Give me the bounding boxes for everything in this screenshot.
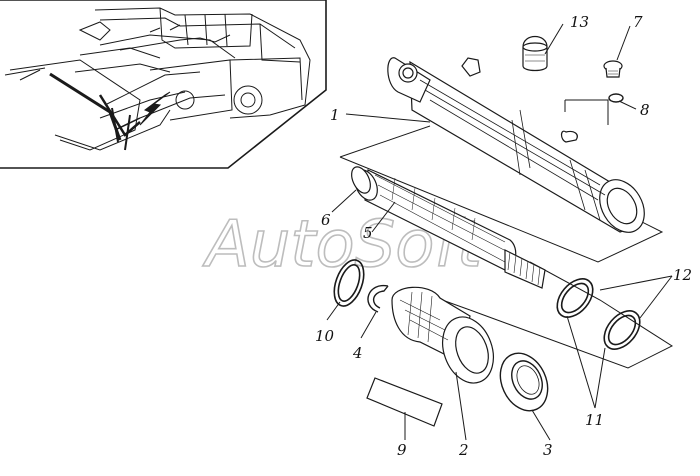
part-9-strip (366, 377, 443, 427)
label-part-13: 13 (570, 13, 589, 31)
part-10-retaining-ring (333, 259, 365, 307)
label-part-6: 6 (321, 211, 331, 229)
part-11-o-rings (556, 278, 641, 350)
part-5-piston-rod (351, 166, 546, 289)
label-part-5: 5 (363, 224, 373, 242)
part-2-gland-bushing (391, 286, 494, 384)
label-part-4: 4 (352, 344, 363, 362)
part-3-seal (499, 352, 549, 412)
inset-frame (0, 0, 327, 169)
part-13-cap (522, 35, 548, 72)
part-1-cylinder-body (387, 57, 645, 233)
label-part-10: 10 (315, 327, 335, 345)
label-part-1: 1 (330, 106, 340, 124)
part-4-snap-ring (367, 284, 389, 313)
inset-harvester-view (0, 0, 327, 169)
part-7-screw (603, 60, 623, 78)
label-part-11: 11 (585, 411, 604, 429)
part-8-small-ring (608, 93, 624, 103)
label-part-2: 2 (458, 441, 469, 459)
label-part-7: 7 (633, 13, 643, 31)
leader-lines (326, 23, 673, 441)
label-part-8: 8 (640, 101, 650, 119)
label-part-3: 3 (543, 441, 553, 459)
label-part-9: 9 (397, 441, 407, 459)
label-part-12: 12 (673, 266, 692, 284)
part-labels: 1 2 3 4 5 6 7 8 9 10 11 12 13 (315, 13, 692, 459)
